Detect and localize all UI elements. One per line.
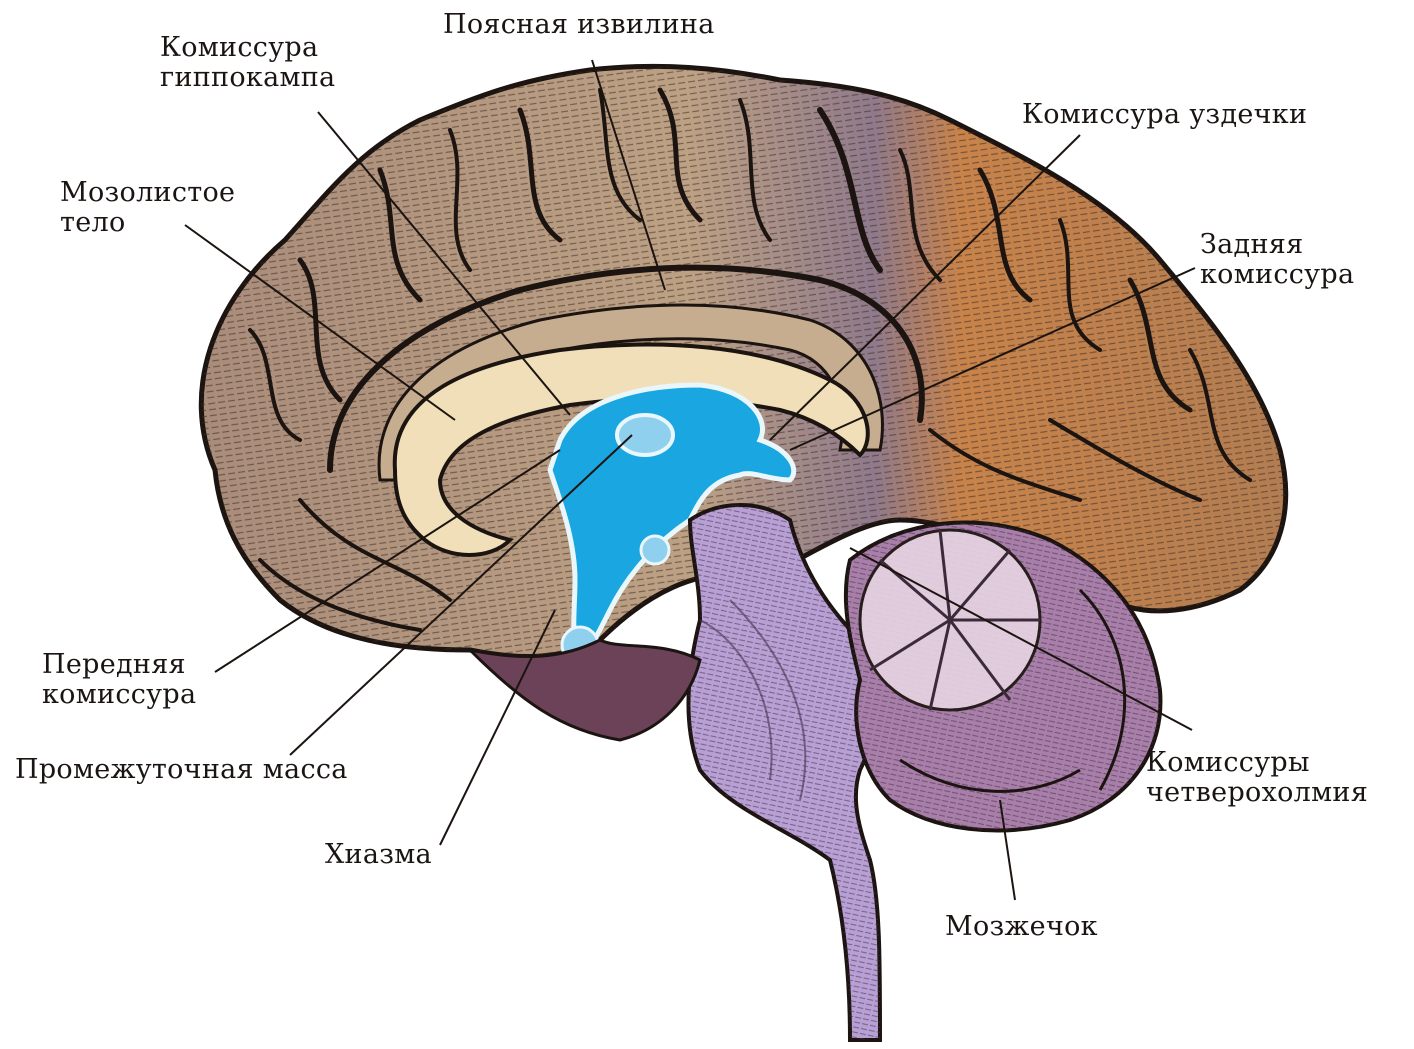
label-cerebellum: Мозжечок: [945, 912, 1098, 942]
label-anterior-commissure: Передняя комиссура: [42, 650, 196, 710]
label-hippocampal-commissure: Комиссура гиппокампа: [160, 33, 335, 93]
label-quadrigeminal-commissures: Комиссуры четверохолмия: [1146, 748, 1368, 808]
label-chiasm: Хиазма: [325, 840, 432, 870]
intermediate-mass-shape: [617, 415, 673, 455]
label-corpus-callosum: Мозолистое тело: [60, 178, 235, 238]
label-intermediate-mass: Промежуточная масса: [15, 755, 348, 785]
label-cingulate-gyrus: Поясная извилина: [443, 10, 715, 40]
label-habenular-commissure: Комиссура уздечки: [1022, 100, 1307, 130]
label-posterior-commissure: Задняя комиссура: [1200, 230, 1354, 290]
